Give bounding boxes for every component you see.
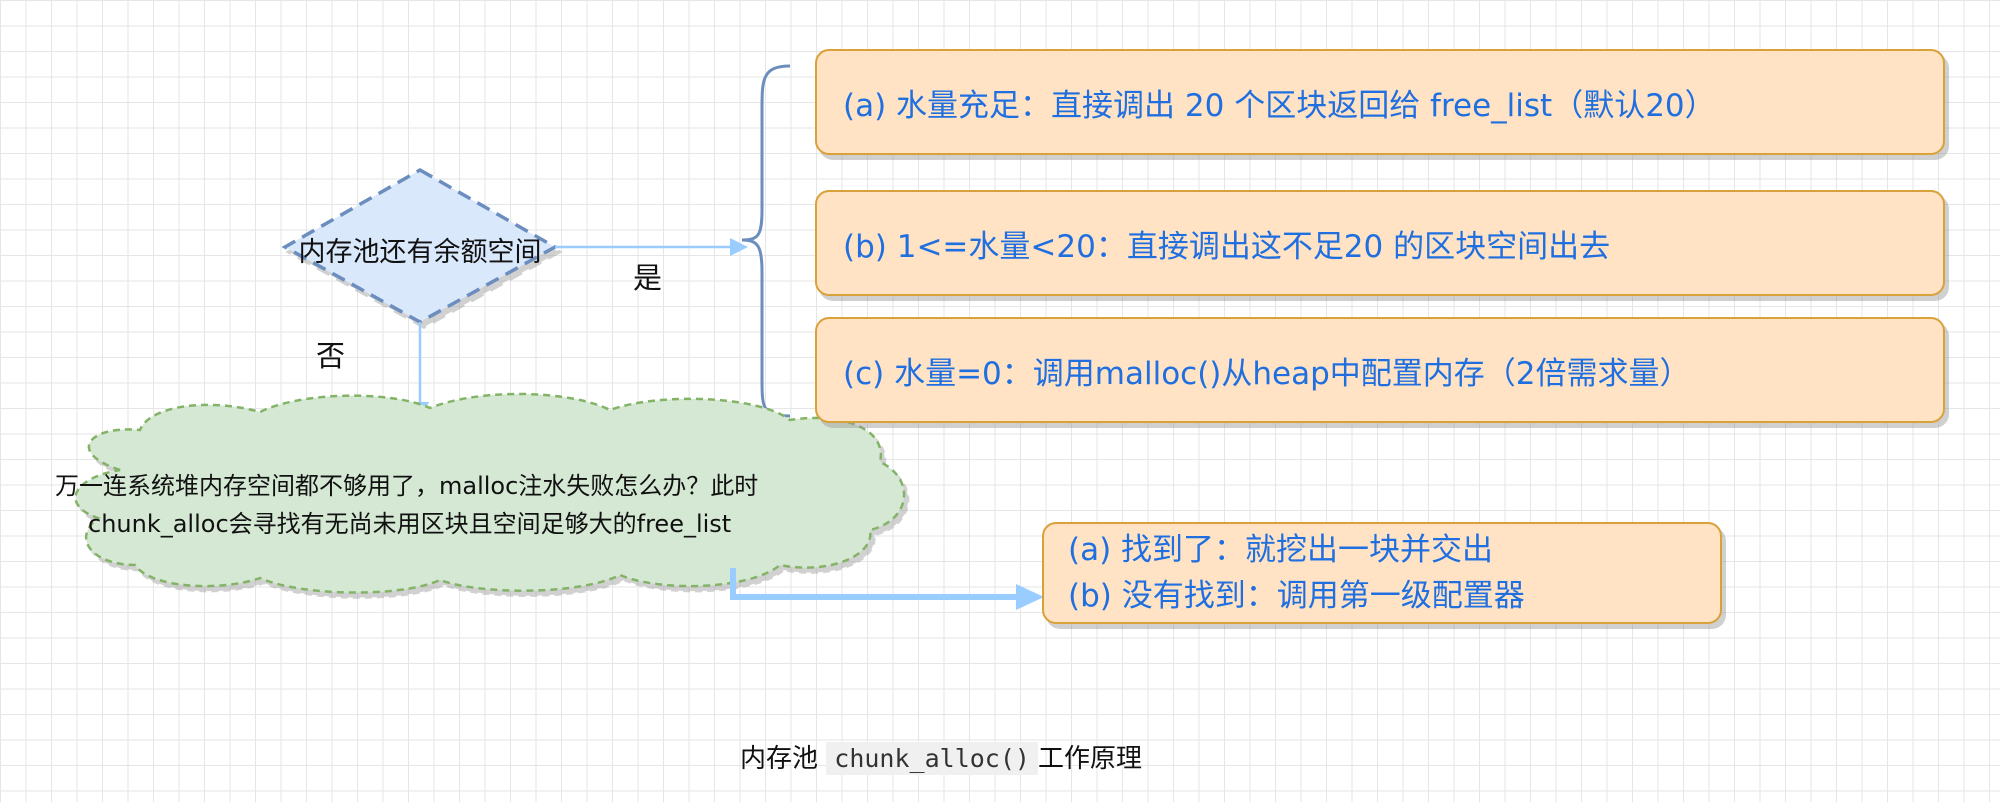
caption-code: chunk_alloc() xyxy=(826,742,1038,775)
cloud-text-line1: 万一连系统堆内存空间都不够用了，malloc注水失败怎么办？此时 xyxy=(55,472,759,500)
fallback-text-line2: (b) 没有找到：调用第一级配置器 xyxy=(1068,578,1525,614)
fallback-arrow-head xyxy=(1016,584,1044,610)
fallback-cloud xyxy=(74,392,906,594)
caption-prefix: 内存池 xyxy=(740,744,819,774)
result-box-c[interactable]: (c) 水量=0：调用malloc()从heap中配置内存（2倍需求量） xyxy=(815,317,1945,423)
yes-arrow-head xyxy=(730,238,748,256)
result-text-a: (a) 水量充足：直接调出 20 个区块返回给 free_list（默认20） xyxy=(843,87,1716,124)
result-text-b: (b) 1<=水量<20：直接调出这不足20 的区块空间出去 xyxy=(843,228,1611,265)
yes-edge-label: 是 xyxy=(633,261,663,295)
cloud-text-line2: chunk_alloc会寻找有无尚未用区块且空间足够大的free_list xyxy=(88,510,732,538)
caption-suffix: 工作原理 xyxy=(1037,744,1142,774)
curly-brace xyxy=(741,64,791,418)
result-box-b[interactable]: (b) 1<=水量<20：直接调出这不足20 的区块空间出去 xyxy=(815,190,1945,296)
result-box-a[interactable]: (a) 水量充足：直接调出 20 个区块返回给 free_list（默认20） xyxy=(815,49,1945,155)
diagram-caption: 内存池 chunk_alloc()工作原理 xyxy=(740,738,1142,775)
decision-label: 内存池还有余额空间 xyxy=(298,237,542,268)
fallback-box[interactable]: (a) 找到了：就挖出一块并交出 (b) 没有找到：调用第一级配置器 xyxy=(1042,522,1722,624)
result-text-c: (c) 水量=0：调用malloc()从heap中配置内存（2倍需求量） xyxy=(843,355,1691,392)
no-edge-label: 否 xyxy=(316,339,346,373)
fallback-arrow xyxy=(730,568,1020,600)
fallback-text-line1: (a) 找到了：就挖出一块并交出 xyxy=(1068,532,1494,568)
